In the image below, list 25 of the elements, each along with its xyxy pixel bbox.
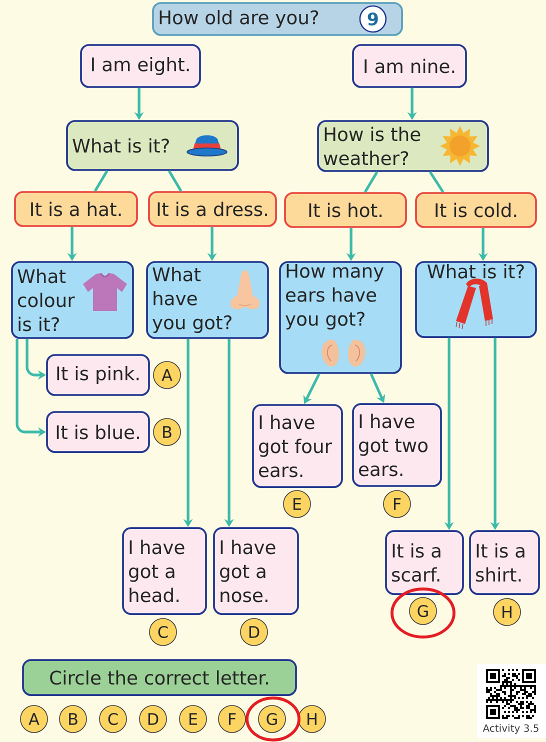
instruction-box: Circle the correct letter. [22, 659, 297, 696]
text-box: It is pink. [46, 354, 150, 396]
text-box: It is hot. [284, 192, 407, 228]
text-box: I have got a nose. [213, 527, 299, 615]
text-box: It is a dress. [148, 191, 277, 227]
text-box: I am eight. [80, 44, 201, 88]
question-box: What have you got? [146, 261, 269, 339]
question-box: What is it? [415, 261, 537, 338]
text-box: It is a shirt. [469, 530, 540, 595]
text-box: It is a scarf. [385, 530, 464, 595]
caption-text: Activity 3.5 [482, 724, 538, 734]
connector-line [94, 170, 108, 192]
connector-line [428, 171, 444, 193]
text-box: I have got two ears. [352, 403, 442, 487]
text-box: It is cold. [415, 192, 537, 228]
question-box: What is it? [66, 120, 239, 171]
text-box: I have got four ears. [252, 404, 343, 488]
text-box: I have got a head. [122, 527, 207, 615]
text-box: It is a hat. [14, 191, 138, 227]
text-box: I am nine. [352, 44, 467, 88]
question-box: How many ears have you got? [279, 261, 402, 374]
text-box: It is blue. [46, 411, 150, 453]
connector-line [364, 171, 378, 193]
connector-line [168, 170, 182, 192]
question-box: How is the weather? [317, 120, 489, 172]
